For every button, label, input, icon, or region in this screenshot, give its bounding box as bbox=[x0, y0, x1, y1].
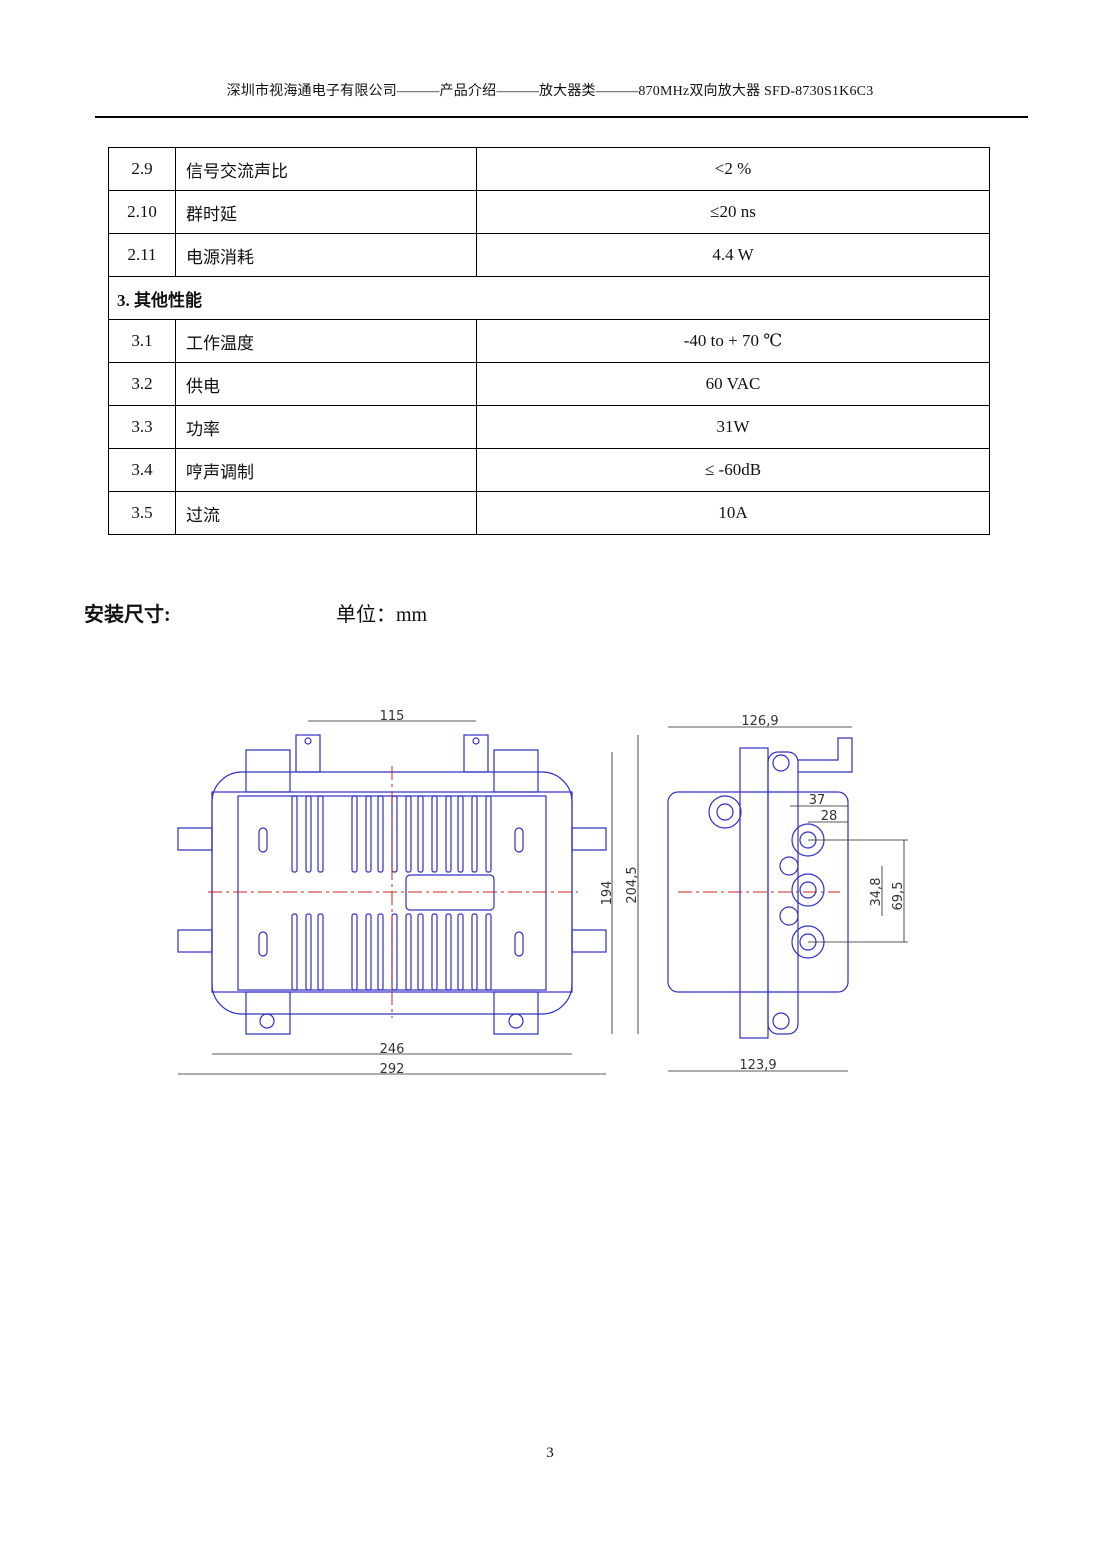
row-item: 群时延 bbox=[175, 190, 477, 234]
dim-126-9: 126,9 bbox=[741, 714, 778, 729]
center-lines bbox=[208, 766, 840, 1018]
dim-292: 292 bbox=[380, 1062, 405, 1077]
heatsink-fin bbox=[471, 913, 478, 991]
section-row: 3. 其他性能 bbox=[108, 276, 990, 320]
heatsink-fin bbox=[457, 913, 464, 991]
row-value: ≤ -60dB bbox=[476, 448, 990, 492]
heatsink-fin bbox=[485, 913, 492, 991]
heatsink-fin bbox=[291, 913, 298, 991]
heatsink-fin bbox=[391, 913, 398, 991]
heatsink-fin bbox=[431, 913, 438, 991]
heatsink-fin bbox=[365, 795, 372, 873]
heatsink-fin bbox=[317, 795, 324, 873]
row-item: 过流 bbox=[175, 491, 477, 535]
dimension-lines bbox=[178, 720, 908, 1075]
heatsink-fin bbox=[391, 795, 398, 873]
heatsink-fin bbox=[445, 795, 452, 873]
row-value: 60 VAC bbox=[476, 362, 990, 406]
row-number: 3.2 bbox=[108, 362, 176, 406]
page-header: 深圳市视海通电子有限公司———产品介绍———放大器类———870MHz双向放大器… bbox=[226, 84, 874, 99]
heatsink-fin bbox=[405, 913, 412, 991]
install-dimensions-heading: 安装尺寸: bbox=[84, 604, 171, 626]
row-item: 供电 bbox=[175, 362, 477, 406]
front-view bbox=[177, 734, 607, 1035]
dim-204-5: 204,5 bbox=[625, 866, 640, 903]
heatsink-fin bbox=[305, 795, 312, 873]
dim-246: 246 bbox=[380, 1042, 405, 1057]
heatsink-fin bbox=[431, 795, 438, 873]
heatsink-fin bbox=[417, 913, 424, 991]
side-view bbox=[667, 737, 853, 1039]
page-number: 3 bbox=[546, 1445, 554, 1461]
heatsink-fin bbox=[291, 795, 298, 873]
section-heading: 3. 其他性能 bbox=[108, 276, 990, 320]
row-number: 2.10 bbox=[108, 190, 176, 234]
heatsink-fin bbox=[305, 913, 312, 991]
row-item: 工作温度 bbox=[175, 319, 477, 363]
row-number: 2.9 bbox=[108, 147, 176, 191]
row-value: -40 to + 70 ℃ bbox=[476, 319, 990, 363]
dim-115: 115 bbox=[380, 709, 405, 724]
heatsink-fin bbox=[445, 913, 452, 991]
dim-123-9: 123,9 bbox=[739, 1058, 776, 1073]
heatsink-fin bbox=[457, 795, 464, 873]
heatsink-fin bbox=[351, 913, 358, 991]
row-number: 3.1 bbox=[108, 319, 176, 363]
row-value: ≤20 ns bbox=[476, 190, 990, 234]
heatsink-fin bbox=[485, 795, 492, 873]
row-number: 3.4 bbox=[108, 448, 176, 492]
dim-28: 28 bbox=[821, 809, 838, 824]
heatsink-fin bbox=[317, 913, 324, 991]
row-number: 3.5 bbox=[108, 491, 176, 535]
heatsink-fin bbox=[405, 795, 412, 873]
heatsink-fin bbox=[365, 913, 372, 991]
heatsink-fin bbox=[471, 795, 478, 873]
row-value: 4.4 W bbox=[476, 233, 990, 277]
dim-37: 37 bbox=[809, 793, 826, 808]
row-item: 信号交流声比 bbox=[175, 147, 477, 191]
unit-label: 单位：mm bbox=[336, 604, 428, 626]
heatsink-fin bbox=[351, 795, 358, 873]
heatsink-fin bbox=[417, 795, 424, 873]
heatsink-fin bbox=[377, 913, 384, 991]
dim-34-8: 34,8 bbox=[869, 878, 884, 907]
dim-194: 194 bbox=[600, 881, 615, 906]
dim-69-5: 69,5 bbox=[891, 882, 906, 911]
heatsink-fin bbox=[377, 795, 384, 873]
row-value: 10A bbox=[476, 491, 990, 535]
row-number: 3.3 bbox=[108, 405, 176, 449]
row-item: 哼声调制 bbox=[175, 448, 477, 492]
header-rule bbox=[95, 116, 1028, 118]
row-item: 功率 bbox=[175, 405, 477, 449]
